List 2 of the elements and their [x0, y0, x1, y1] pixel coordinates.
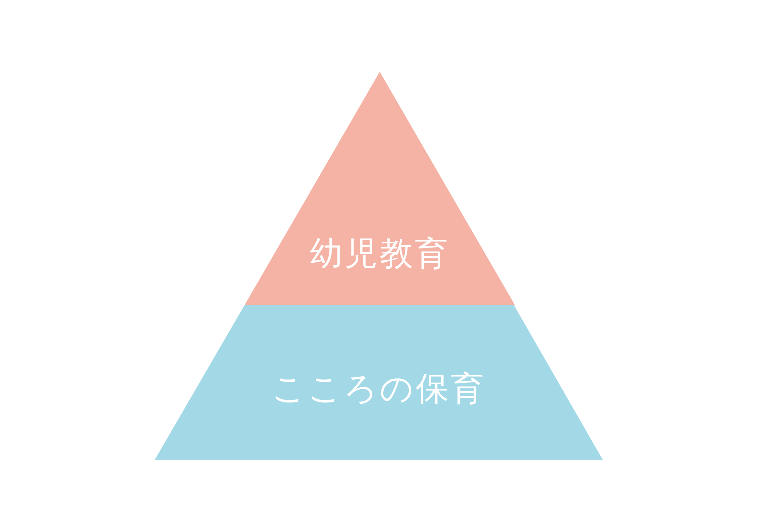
- segment-label: こころの保育: [271, 368, 487, 410]
- segment-label: 幼児教育: [309, 233, 451, 275]
